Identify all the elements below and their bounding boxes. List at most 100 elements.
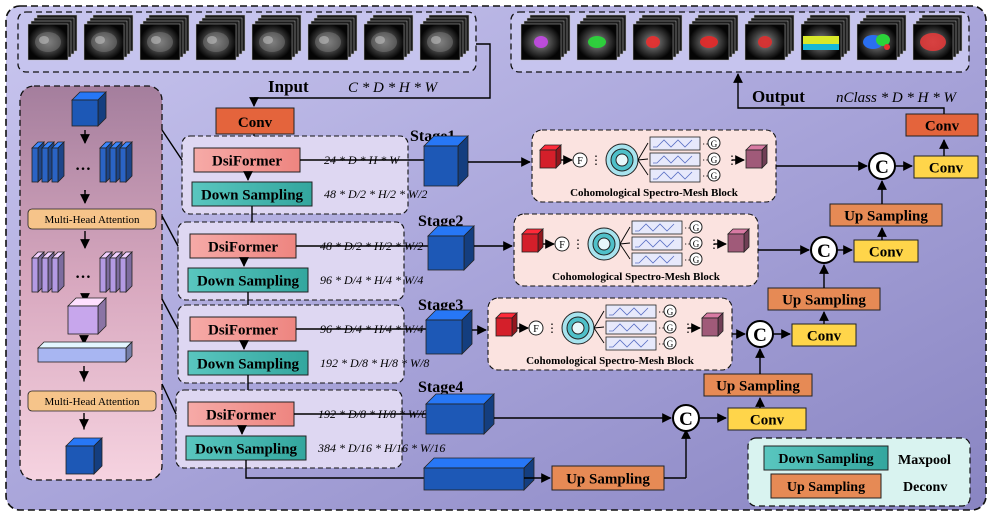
stage-cube <box>425 393 495 435</box>
scan-stack <box>195 14 246 61</box>
scan-stack <box>83 14 134 61</box>
csm-input-cube <box>495 312 518 337</box>
att-slab-purple-front <box>119 257 127 293</box>
csm-input-cube <box>521 228 544 253</box>
legend-down-swatch <box>763 445 889 471</box>
decoder-conv-3-label: Conv <box>807 329 842 345</box>
csm-branch <box>593 326 605 329</box>
decoder-up-2: Up Sampling <box>829 203 943 227</box>
scan-anatomy <box>39 36 49 44</box>
csm-hdots: ⋯ <box>684 223 694 234</box>
scan-anatomy <box>263 36 273 44</box>
attention-link-line <box>161 298 179 330</box>
stage-label: Stage4 <box>418 379 463 396</box>
att-slab-blue-front <box>31 147 39 183</box>
seg-region <box>920 33 946 51</box>
concat-node-2: C <box>810 236 838 264</box>
scan-stack <box>139 14 190 61</box>
concat-node-3: C <box>746 320 774 348</box>
concat-symbol: C <box>817 241 831 262</box>
up-sampling-bottom-rect <box>551 465 665 491</box>
input-scans <box>27 14 470 61</box>
concat-symbol: C <box>753 325 767 346</box>
decoder-conv-1: Conv <box>913 155 979 179</box>
attention-link-line <box>161 383 177 415</box>
att-slab-blue-front <box>41 147 49 183</box>
down-sampling-block-rect <box>187 350 309 376</box>
csm-wave <box>609 323 649 332</box>
decoder-conv-2-label: Conv <box>869 245 904 261</box>
legend-up-swatch <box>770 473 882 499</box>
att-slab-purple-front <box>109 257 117 293</box>
output-scans <box>520 14 963 61</box>
decoder-conv-1-label: Conv <box>929 161 964 177</box>
decoder-up-4-label: Up Sampling <box>716 379 800 395</box>
csm-g-circle <box>689 220 703 234</box>
csm-branch <box>619 242 631 245</box>
output-dims: nClass * D * H * W <box>836 90 958 106</box>
csm-hdots: ⋯ <box>684 239 694 250</box>
scan-stack <box>363 14 414 61</box>
seg-region <box>534 36 548 48</box>
decoder-conv-4: Conv <box>727 407 807 431</box>
csm-f-symbol: F <box>577 156 583 167</box>
down-dims: 192 * D/8 * H/8 * W/8 <box>320 356 429 370</box>
scan-anatomy <box>95 36 105 44</box>
csm-branch <box>593 327 605 344</box>
csm-g-symbol: G <box>693 239 700 249</box>
legend-down-label: Down Sampling <box>778 452 873 467</box>
csm-input-cube <box>539 144 562 169</box>
csm-branch <box>637 158 649 161</box>
csm-blocks: F⋮⋯G⋯G⋯G⋮Cohomological Spectro-Mesh Bloc… <box>468 129 777 423</box>
decoder-conv-4-rect <box>727 407 807 431</box>
seg-region <box>876 34 890 46</box>
scan-slice <box>520 23 562 61</box>
att-mha-box <box>27 390 157 412</box>
csm-wave <box>609 307 649 316</box>
down-sampling-block: Down Sampling <box>187 267 309 293</box>
csm-wave <box>653 139 693 148</box>
att-cube-mid-front <box>67 305 99 335</box>
csm-hdots: ⋯ <box>658 323 668 334</box>
csm-g-circle <box>707 168 721 182</box>
att-mha-label: Multi-Head Attention <box>44 396 140 408</box>
csm-vdots: ⋮ <box>546 321 558 335</box>
att-vdots: ⋮ <box>78 189 92 204</box>
concat-node-1: C <box>868 152 896 180</box>
stage-cube-top <box>425 393 495 405</box>
att-slab-purple-side <box>57 251 65 293</box>
final-conv: Conv <box>905 113 979 137</box>
csm-branch <box>619 226 631 245</box>
stage-cube-front <box>425 403 485 435</box>
att-slab-blue-front <box>99 147 107 183</box>
bottleneck-cube-front <box>423 467 525 491</box>
csm-label: Cohomological Spectro-Mesh Block <box>570 187 739 199</box>
csm-g-circle <box>663 336 677 350</box>
scan-stack <box>251 14 302 61</box>
csm-hdots: ⋯ <box>702 155 712 166</box>
up-sampling-bottom-label: Up Sampling <box>566 472 650 488</box>
scan-stack <box>307 14 358 61</box>
seg-region <box>758 36 772 48</box>
csm-output-cube <box>701 312 724 337</box>
csm-wave <box>609 339 649 348</box>
seg-region <box>700 36 718 48</box>
att-slab-blue-front <box>119 147 127 183</box>
csm-f-circle <box>572 152 588 168</box>
attention-link-line <box>161 215 179 247</box>
csm-g-symbol: G <box>711 171 718 181</box>
csm-hdots: ⋯ <box>684 255 694 266</box>
csm-output-cube <box>727 228 750 253</box>
att-slab-purple-front <box>41 257 49 293</box>
att-ellipsis: … <box>75 157 91 174</box>
down-sampling-block-label: Down Sampling <box>197 357 300 373</box>
att-vdots: ⋮ <box>77 417 91 432</box>
csm-g-circle <box>707 152 721 166</box>
att-cube-top-front <box>71 99 99 127</box>
att-slab-blue <box>119 141 133 183</box>
csm-f-circle <box>554 236 570 252</box>
csm-vdots: ⋮ <box>590 153 602 167</box>
down-sampling-block-rect <box>187 267 309 293</box>
att-slab-blue <box>51 141 65 183</box>
